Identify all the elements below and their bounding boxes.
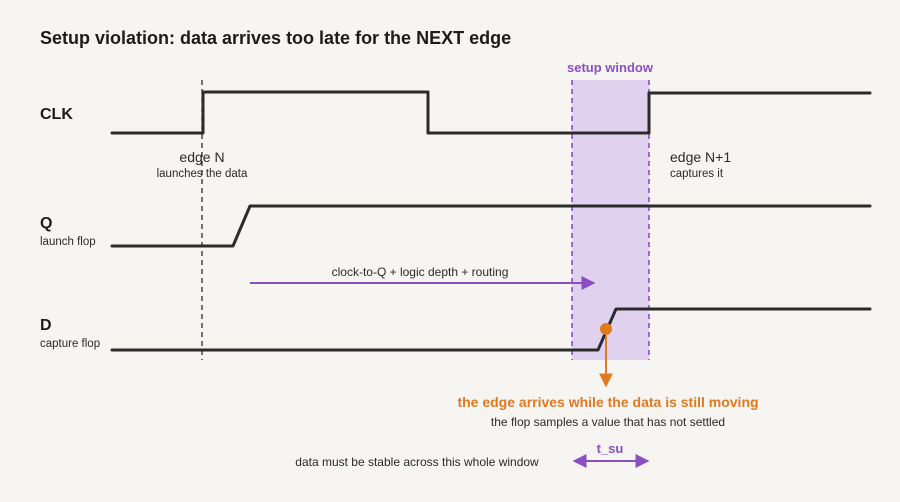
tsu-label: t_su	[597, 441, 624, 456]
edge-n-subtitle: launches the data	[157, 168, 248, 180]
clk-waveform	[110, 90, 872, 135]
q-sublabel: launch flop	[40, 236, 96, 248]
edge-n1-title: edge N+1	[670, 149, 731, 165]
edge-n-title: edge N	[179, 149, 224, 165]
violation-headline: the edge arrives while the data is still…	[457, 394, 758, 410]
d-sublabel: capture flop	[40, 338, 100, 350]
q-label: Q	[40, 215, 52, 232]
tsu-note: data must be stable across this whole wi…	[295, 455, 539, 469]
edge-n1-subtitle: captures it	[670, 168, 724, 180]
q-waveform	[110, 204, 872, 248]
violation-point	[600, 323, 612, 335]
setup-window-band	[572, 80, 649, 360]
d-waveform	[110, 307, 872, 352]
diagram-title: Setup violation: data arrives too late f…	[40, 28, 511, 48]
setup-window-label: setup window	[567, 60, 654, 75]
path-delay-label: clock-to-Q + logic depth + routing	[332, 265, 509, 279]
violation-detail: the flop samples a value that has not se…	[491, 415, 725, 429]
d-label: D	[40, 317, 52, 334]
clk-label: CLK	[40, 106, 73, 123]
